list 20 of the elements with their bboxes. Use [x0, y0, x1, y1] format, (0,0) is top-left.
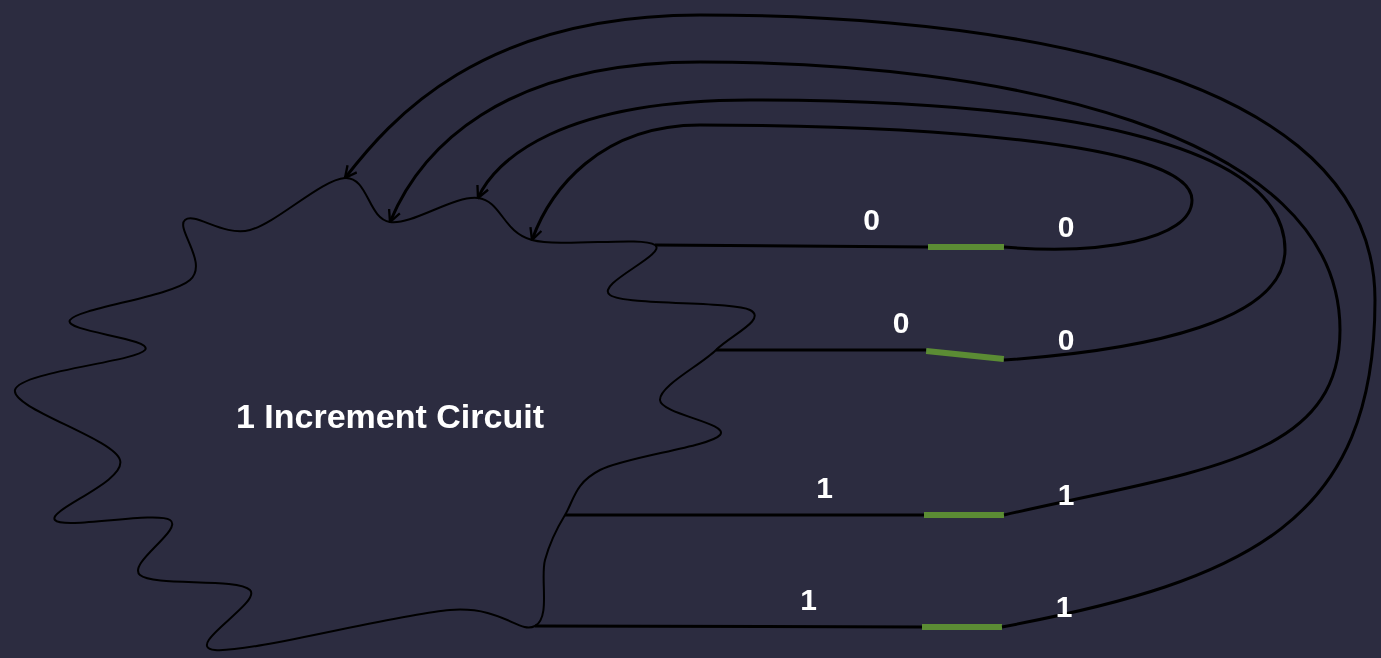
wire: [565, 513, 924, 517]
wire: [716, 348, 926, 352]
edge-label: 0: [863, 205, 880, 235]
switch-bar: [928, 244, 1004, 250]
wire: [535, 624, 922, 629]
edge-label: 0: [892, 308, 910, 338]
switch-bar: [924, 512, 1004, 518]
wire: [655, 243, 928, 249]
edge-label: 0: [1057, 325, 1075, 355]
edge-label: 0: [1057, 212, 1075, 242]
feedback-arrow: [476, 98, 1287, 362]
edge-label: 1: [1055, 592, 1073, 622]
edge-label: 1: [1057, 480, 1075, 510]
edge-label: 1: [816, 473, 833, 503]
feedback-arrow: [388, 60, 1342, 517]
edge-label: 1: [800, 585, 817, 615]
feedback-arrow: [529, 123, 1194, 251]
feedback-arrow: [343, 13, 1377, 629]
circuit-label: 1 Increment Circuit: [235, 397, 545, 436]
switch-bar: [922, 624, 1002, 630]
